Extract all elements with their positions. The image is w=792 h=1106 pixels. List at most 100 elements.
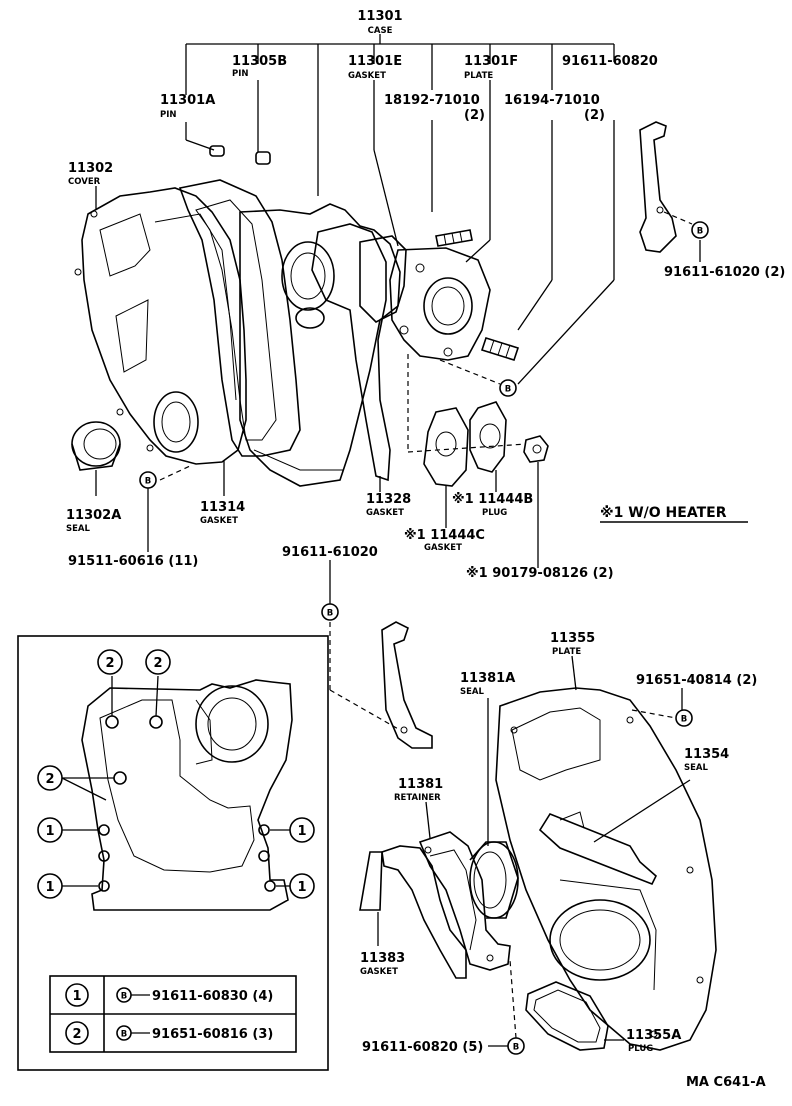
svg-text:COVER: COVER (68, 177, 101, 187)
dash-plate-b (439, 359, 501, 385)
svg-text:2: 2 (45, 772, 54, 787)
svg-text:11381A: 11381A (460, 671, 515, 686)
bolt-marker-b-3: B (139, 471, 157, 489)
inset-case-gasket-shape (81, 679, 293, 911)
svg-text:RETAINER: RETAINER (394, 793, 441, 803)
dash-plug-bolt (407, 443, 527, 453)
svg-text:1: 1 (297, 824, 306, 839)
case-11301-shape (239, 203, 401, 487)
leader-11381 (425, 801, 431, 839)
svg-text:SEAL: SEAL (66, 524, 91, 534)
svg-text:2: 2 (72, 1027, 81, 1042)
label-11314: 11314 GASKET (200, 500, 245, 526)
label-91611-60820-top: 91611-60820 (562, 54, 658, 69)
bolt-marker-b-5: B (675, 709, 693, 727)
svg-text:(2): (2) (464, 108, 485, 123)
bracket-right-shape (639, 121, 693, 253)
svg-text:B: B (513, 1043, 519, 1053)
svg-text:11301E: 11301E (348, 54, 402, 69)
bolt-90179-shape (523, 435, 549, 463)
cover-11302-shape (74, 187, 247, 465)
svg-text:B: B (697, 227, 703, 237)
label-11383: 11383 GASKET (360, 951, 405, 977)
svg-text:2: 2 (153, 656, 162, 671)
inset-leaders (61, 675, 290, 887)
svg-text:PLUG: PLUG (628, 1044, 653, 1054)
label-11301: 11301 CASE (357, 9, 402, 36)
inset-marker-1d: 1 (289, 873, 315, 899)
gasket-11301e-shape (359, 235, 407, 323)
label-91611-61020-center: 91611-61020 (282, 545, 378, 560)
svg-text:B: B (121, 992, 127, 1002)
label-91611-60820-bottom: 91611-60820 (5) (362, 1040, 483, 1055)
svg-text:11301: 11301 (357, 9, 402, 24)
svg-text:11301A: 11301A (160, 93, 215, 108)
svg-text:11328: 11328 (366, 492, 411, 507)
label-11305b: 11305B PIN (232, 54, 287, 79)
bolt-marker-b-2: B (499, 379, 517, 397)
label-11328: 11328 GASKET (366, 492, 411, 518)
legend-table (49, 975, 297, 1053)
svg-text:※1 11444C: ※1 11444C (404, 528, 485, 543)
inset-marker-1c: 1 (289, 817, 315, 843)
bolt-marker-b-1: B (691, 221, 709, 239)
svg-text:1: 1 (45, 824, 54, 839)
label-11302a: 11302A SEAL (66, 508, 121, 534)
inset-marker-1a: 1 (37, 817, 63, 843)
dash-91651 (631, 709, 677, 719)
svg-text:PIN: PIN (160, 110, 177, 120)
inset-box (17, 635, 329, 1071)
label-91611-61020-right: 91611-61020 (2) (664, 265, 785, 280)
dash-seal-b (159, 465, 191, 481)
gasket-11314-shape (178, 179, 301, 457)
svg-text:11383: 11383 (360, 951, 405, 966)
label-11444b: ※1 11444B PLUG (452, 492, 533, 518)
svg-text:11355: 11355 (550, 631, 595, 646)
dash-b4-bracket (329, 689, 401, 731)
label-11444c: ※1 11444C GASKET (404, 528, 485, 553)
svg-text:11302: 11302 (68, 161, 113, 176)
seal-11302a-shape (71, 421, 121, 471)
svg-text:11305B: 11305B (232, 54, 287, 69)
svg-text:GASKET: GASKET (360, 967, 398, 977)
svg-text:18192-71010: 18192-71010 (384, 93, 480, 108)
stud-16194-shape (480, 337, 520, 361)
seal-11381a-shape (469, 841, 519, 919)
svg-text:B: B (327, 609, 333, 619)
svg-text:GASKET: GASKET (348, 71, 386, 81)
plug-11355a-shape (525, 981, 609, 1051)
leader-11355 (571, 655, 577, 691)
label-11381: 11381 RETAINER (394, 777, 443, 803)
pin-11301a-shape (209, 145, 225, 157)
svg-text:16194-71010: 16194-71010 (504, 93, 600, 108)
label-11301a: 11301A PIN (160, 93, 215, 120)
label-11355a: 11355A PLUG (626, 1028, 681, 1054)
legend-row-2: 2 B 91651-60816 (3) (65, 1021, 273, 1045)
svg-text:2: 2 (105, 656, 114, 671)
svg-text:PLATE: PLATE (464, 71, 493, 81)
inset-marker-1b: 1 (37, 873, 63, 899)
svg-text:GASKET: GASKET (366, 508, 404, 518)
inset-marker-2c: 2 (37, 765, 63, 791)
svg-text:GASKET: GASKET (424, 543, 462, 553)
svg-text:(2): (2) (584, 108, 605, 123)
label-11355: 11355 PLATE (550, 631, 595, 657)
label-11354: 11354 SEAL (684, 747, 729, 773)
retainer-11381-shape (418, 831, 511, 971)
gasket-11328-shape (311, 223, 391, 482)
note-without-heater: ※1 W/O HEATER (600, 505, 727, 521)
svg-text:11302A: 11302A (66, 508, 121, 523)
leader-lines-top (185, 34, 615, 385)
dash-b6 (509, 959, 517, 1039)
label-16194-71010: 16194-71010 (2) (504, 93, 605, 123)
svg-text:B: B (681, 715, 687, 725)
svg-text:B: B (121, 1030, 127, 1040)
label-18192-71010: 18192-71010 (2) (384, 93, 485, 123)
svg-text:SEAL: SEAL (460, 687, 485, 697)
stud-18192-shape (435, 229, 473, 247)
legend-row-1: 1 B 91611-60830 (4) (65, 983, 273, 1007)
label-11302: 11302 COVER (68, 161, 113, 187)
svg-text:11314: 11314 (200, 500, 245, 515)
svg-text:1: 1 (297, 880, 306, 895)
svg-text:※1 11444B: ※1 11444B (452, 492, 533, 507)
